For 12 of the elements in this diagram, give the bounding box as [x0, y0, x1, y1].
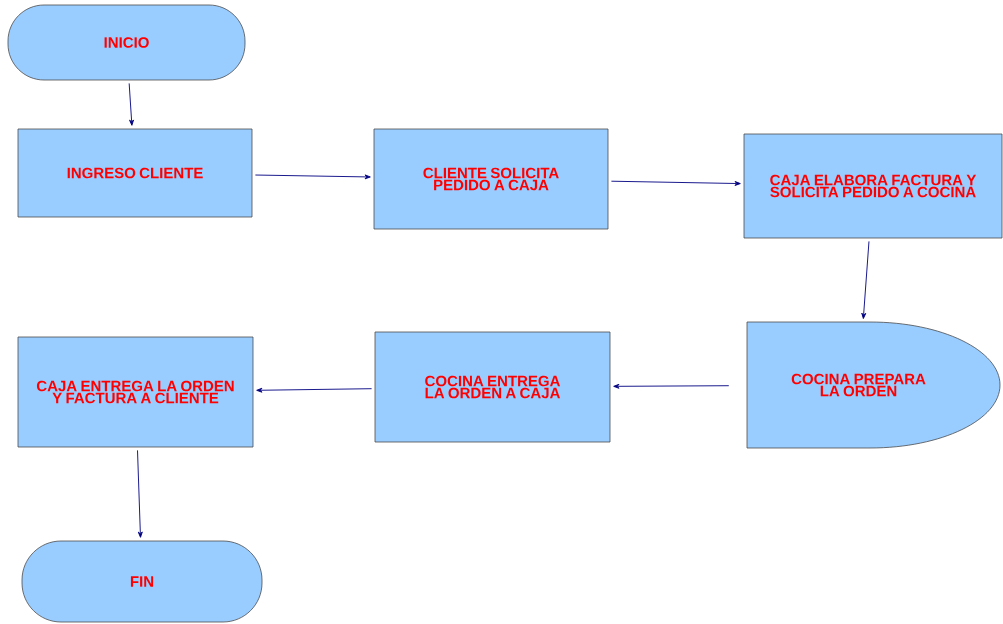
- arrow: [256, 387, 373, 393]
- arrow: [613, 383, 730, 389]
- process-box: CAJA ELABORA FACTURA Y SOLICITA PEDIDO A COCINA: [743, 133, 1003, 239]
- arrow: [610, 180, 741, 186]
- arrow: [861, 240, 870, 319]
- arrow: [128, 82, 134, 126]
- process-box: CLIENTE SOLICITA PEDIDO A CAJA: [373, 128, 609, 230]
- process-box: CAJA ENTREGA LA ORDEN Y FACTURA A CLIENTE: [17, 336, 254, 448]
- process-box: INGRESO CLIENTE: [17, 128, 253, 218]
- arrow: [254, 174, 371, 180]
- process-box: COCINA ENTREGA LA ORDEN A CAJA: [374, 331, 611, 443]
- arrow: [137, 449, 143, 538]
